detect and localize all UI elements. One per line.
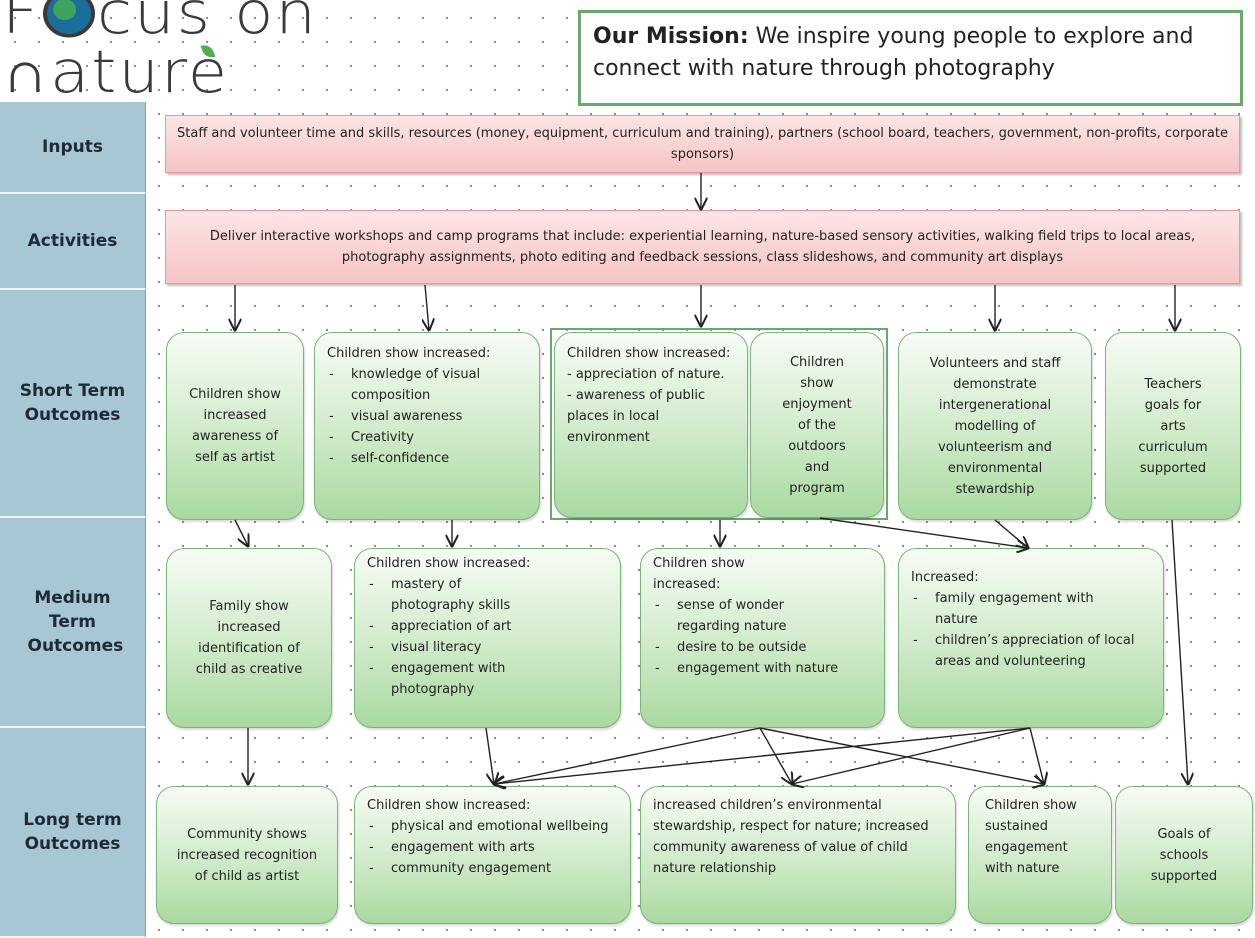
short-term-box-volunteers: Volunteers and staff demonstrate interge… bbox=[898, 332, 1092, 520]
activities-box: Deliver interactive workshops and camp p… bbox=[165, 210, 1240, 284]
globe-icon bbox=[42, 0, 95, 38]
list-item: visual literacy bbox=[367, 637, 608, 658]
list-item: self-confidence bbox=[327, 448, 527, 469]
row-label-short-term-text: Short Term Outcomes bbox=[19, 381, 126, 425]
medium-term-box-family-engagement-head: Increased: bbox=[911, 570, 979, 585]
arrow-activities-to-knowledge bbox=[425, 284, 429, 330]
logo-text-end: ature bbox=[50, 38, 230, 107]
short-term-box-appreciation: Children show increased: - appreciation … bbox=[554, 332, 748, 518]
long-term-box-stewardship: increased children’s environmental stewa… bbox=[640, 786, 956, 924]
short-term-box-knowledge: Children show increased: knowledge of vi… bbox=[314, 332, 540, 520]
row-label-short-term: Short Term Outcomes bbox=[0, 290, 146, 518]
short-term-box-knowledge-head: Children show increased: bbox=[327, 346, 491, 361]
arrow-family-engagement-to-stewardship bbox=[792, 727, 1031, 784]
arrow-self-artist-to-family bbox=[234, 519, 248, 546]
logo-letter-n: ∩ bbox=[2, 38, 50, 107]
long-term-box-wellbeing: Children show increased: physical and em… bbox=[354, 786, 631, 924]
logo-letter-f: F bbox=[2, 0, 41, 48]
medium-term-box-wonder-head: Children show increased: bbox=[653, 556, 745, 592]
list-item: engagement with nature bbox=[653, 658, 847, 679]
medium-term-box-wonder: Children show increased: sense of wonder… bbox=[640, 548, 885, 728]
list-item: engagement with photography bbox=[367, 658, 561, 700]
list-item: appreciation of art bbox=[367, 616, 608, 637]
list-item: visual awareness bbox=[327, 406, 527, 427]
mission-statement: Our Mission: We inspire young people to … bbox=[578, 10, 1243, 106]
medium-term-box-family-text: Family show increased identification of … bbox=[195, 599, 303, 677]
list-item: Creativity bbox=[327, 427, 527, 448]
list-item: community engagement bbox=[367, 858, 618, 879]
list-item: desire to be outside bbox=[653, 637, 872, 658]
long-term-box-wellbeing-head: Children show increased: bbox=[367, 798, 531, 813]
list-item: physical and emotional wellbeing bbox=[367, 816, 611, 837]
short-term-box-volunteers-text: Volunteers and staff demonstrate interge… bbox=[929, 355, 1061, 497]
medium-term-box-family-engagement-list: family engagement with nature children’s… bbox=[911, 588, 1151, 672]
row-label-long-term-text: Long term Outcomes bbox=[23, 810, 122, 854]
row-label-long-term: Long term Outcomes bbox=[0, 728, 146, 938]
short-term-box-self-as-artist: Children show increased awareness of sel… bbox=[166, 332, 304, 520]
long-term-box-schools-text: Goals of schools supported bbox=[1150, 826, 1218, 884]
medium-term-box-photography: Children show increased: mastery of phot… bbox=[354, 548, 621, 728]
short-term-box-appreciation-line: - awareness of public places in local en… bbox=[567, 388, 706, 445]
list-item: children’s appreciation of local areas a… bbox=[911, 630, 1155, 672]
row-label-inputs-text: Inputs bbox=[42, 137, 103, 157]
medium-term-box-photography-list: mastery of photography skills appreciati… bbox=[367, 574, 608, 700]
row-label-activities-text: Activities bbox=[27, 231, 118, 251]
mission-label: Our Mission: bbox=[593, 24, 749, 49]
list-item: engagement with arts bbox=[367, 837, 618, 858]
medium-term-box-family: Family show increased identification of … bbox=[166, 548, 332, 728]
logo-text-middle: cus on bbox=[96, 0, 318, 48]
long-term-box-community: Community shows increased recognition of… bbox=[156, 786, 338, 924]
long-term-box-sustained-text: Children show sustained engagement with … bbox=[985, 798, 1077, 876]
short-term-box-enjoyment: Children show enjoyment of the outdoors … bbox=[750, 332, 884, 518]
arrow-family-engagement-to-wellbeing bbox=[494, 727, 1031, 784]
long-term-box-wellbeing-list: physical and emotional wellbeing engagem… bbox=[367, 816, 618, 879]
short-term-box-teachers-text: Teachers goals for arts curriculum suppo… bbox=[1138, 376, 1208, 476]
inputs-box: Staff and volunteer time and skills, res… bbox=[165, 115, 1240, 173]
long-term-box-sustained: Children show sustained engagement with … bbox=[968, 786, 1112, 924]
row-label-activities: Activities bbox=[0, 194, 146, 290]
inputs-text: Staff and volunteer time and skills, res… bbox=[177, 126, 1228, 162]
list-item: sense of wonder regarding nature bbox=[653, 595, 847, 637]
row-label-medium-term-text: Medium Term Outcomes bbox=[27, 588, 124, 656]
list-item: family engagement with nature bbox=[911, 588, 1125, 630]
arrow-wonder-to-wellbeing bbox=[494, 727, 761, 784]
short-term-box-teachers: Teachers goals for arts curriculum suppo… bbox=[1105, 332, 1241, 520]
medium-term-box-family-engagement: Increased: family engagement with nature… bbox=[898, 548, 1164, 728]
arrow-enjoyment-to-family-engagement bbox=[819, 517, 1028, 548]
medium-term-box-wonder-list: sense of wonder regarding nature desire … bbox=[653, 595, 872, 679]
row-label-medium-term: Medium Term Outcomes bbox=[0, 518, 146, 728]
short-term-box-knowledge-list: knowledge of visual composition visual a… bbox=[327, 364, 527, 469]
arrow-wonder-to-sustained bbox=[759, 727, 1044, 784]
arrow-wonder-to-stewardship bbox=[759, 727, 792, 784]
short-term-grouped-outcomes bbox=[550, 328, 888, 520]
long-term-box-community-text: Community shows increased recognition of… bbox=[176, 826, 318, 884]
long-term-box-stewardship-text: increased children’s environmental stewa… bbox=[653, 798, 929, 876]
activities-text: Deliver interactive workshops and camp p… bbox=[209, 229, 1196, 265]
short-term-box-enjoyment-text: Children show enjoyment of the outdoors … bbox=[782, 354, 852, 496]
arrow-teachers-to-schools bbox=[1171, 519, 1188, 784]
arrow-family-engagement-to-sustained bbox=[1029, 727, 1044, 784]
short-term-box-appreciation-head: Children show increased: bbox=[567, 346, 731, 361]
list-item: knowledge of visual composition bbox=[327, 364, 527, 406]
row-label-inputs: Inputs bbox=[0, 102, 146, 194]
list-item: mastery of photography skills bbox=[367, 574, 541, 616]
arrow-photography-to-wellbeing bbox=[485, 727, 494, 784]
short-term-box-self-as-artist-text: Children show increased awareness of sel… bbox=[189, 387, 281, 465]
mission-text: We inspire young people to explore and c… bbox=[593, 24, 1194, 81]
long-term-box-schools: Goals of schools supported bbox=[1115, 786, 1253, 924]
arrow-volunteers-to-family-engagement bbox=[994, 519, 1028, 548]
short-term-box-appreciation-line: - appreciation of nature. bbox=[567, 367, 725, 382]
medium-term-box-photography-head: Children show increased: bbox=[367, 556, 531, 571]
